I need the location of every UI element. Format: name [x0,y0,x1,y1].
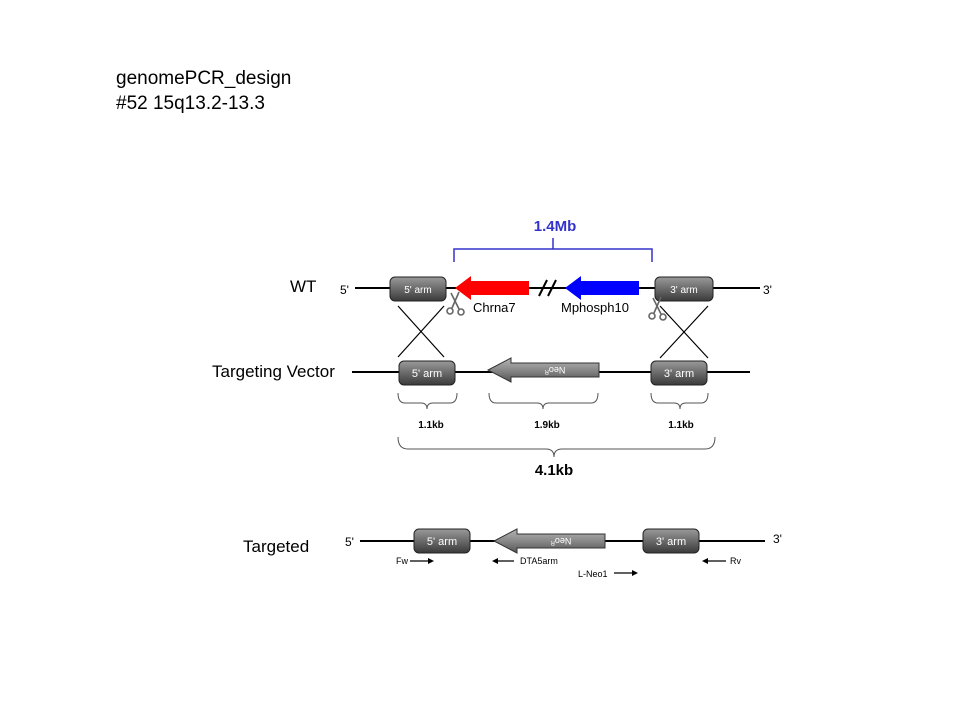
vector-5arm-box: 5' arm [398,360,456,386]
vector-3arm-label: 3' arm [664,368,694,380]
mphosph10-arrow [565,276,639,300]
primer-dta5arm-label: DTA5arm [520,556,558,566]
brace-3arm [650,392,709,410]
size-total: 4.1kb [535,462,573,479]
svg-text:NeoR: NeoR [544,365,566,375]
vector-neo-sup: R [544,368,549,374]
size-5arm: 1.1kb [418,420,444,431]
size-3arm: 1.1kb [668,420,694,431]
span-bracket [453,238,653,262]
wt-3prime-end: 3' [763,283,772,297]
wt-5arm-box: 5' arm [389,276,447,302]
wt-5prime-end: 5' [340,283,349,297]
targeted-neo-sup: R [550,539,555,545]
primer-lneo1-label: L-Neo1 [578,569,608,579]
targeted-5arm-label: 5' arm [427,536,457,548]
vector-neo-label: Neo [549,365,566,375]
chrna7-label: Chrna7 [473,300,516,315]
svg-text:NeoR: NeoR [550,536,572,546]
size-cassette: 1.9kb [534,420,560,431]
targeted-3arm-box: 3' arm [642,528,700,554]
brace-cassette [488,392,599,410]
break-mark-2 [547,279,557,297]
primer-dta5arm-arrow [492,558,514,564]
vector-neo-cassette: NeoR [486,357,600,383]
brace-5arm [397,392,458,410]
primer-fw-arrow [410,558,434,564]
primer-rv-label: Rv [730,556,741,566]
wt-3arm-label: 3' arm [670,285,697,296]
primer-fw-label: Fw [396,556,408,566]
mphosph10-label: Mphosph10 [561,300,629,315]
primer-lneo1-arrow [614,570,638,576]
page-title: genomePCR_design [116,68,292,89]
wt-5arm-label: 5' arm [404,285,431,296]
targeted-5arm-box: 5' arm [413,528,471,554]
page-subtitle: #52 15q13.2-13.3 [116,93,265,114]
wt-3arm-box: 3' arm [654,276,714,302]
scissors-icon [446,291,465,316]
vector-5arm-label: 5' arm [412,368,442,380]
brace-total [397,436,716,458]
targeted-5prime-end: 5' [345,535,354,549]
vector-3arm-box: 3' arm [650,360,708,386]
targeted-3prime-end: 3' [773,532,782,546]
break-mark-1 [538,279,548,297]
scissors-icon [648,296,667,321]
targeted-3arm-label: 3' arm [656,536,686,548]
targeted-neo-label: Neo [555,536,572,546]
targeted-label: Targeted [243,537,309,556]
crossover-5arm [397,305,445,358]
chrna7-arrow [455,276,529,300]
primer-rv-arrow [702,558,726,564]
crossover-3arm [659,305,709,359]
wt-label: WT [290,277,316,296]
span-label: 1.4Mb [534,218,577,235]
vector-label: Targeting Vector [212,362,335,381]
targeted-neo-cassette: NeoR [492,528,606,554]
